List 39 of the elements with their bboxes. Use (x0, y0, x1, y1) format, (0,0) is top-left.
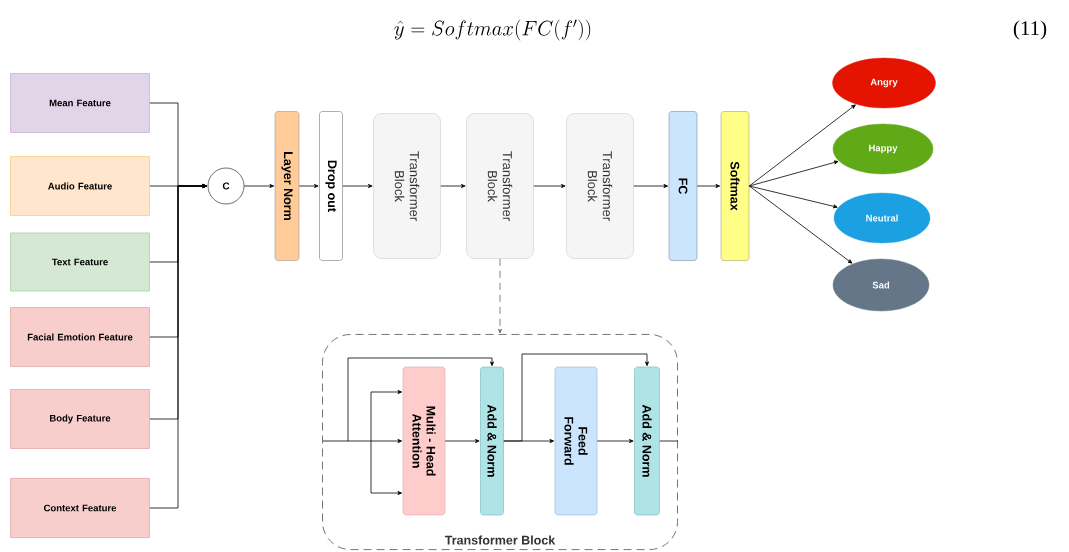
feature-box: Mean Feature (10, 73, 150, 133)
arrow (440, 184, 466, 188)
arrow (298, 184, 319, 188)
arrow (149, 184, 207, 509)
layer-box: Add & Norm (634, 366, 660, 516)
layer-box: Softmax (720, 111, 750, 261)
arrow (533, 184, 566, 188)
arrow (322, 439, 403, 443)
layer-box: Layer Norm (274, 111, 300, 261)
arrow (596, 439, 634, 443)
arrow (503, 353, 649, 442)
arrow (243, 184, 275, 188)
arrow (342, 184, 373, 188)
transformer-box: Transformer Block (566, 113, 634, 259)
arrow (748, 185, 838, 209)
arrow (370, 390, 403, 442)
layer-box: Multi - Head Attention (402, 366, 446, 516)
arrow (633, 184, 669, 188)
arrow (347, 357, 494, 442)
feature-box: Facial Emotion Feature (10, 307, 150, 367)
equation-number: (11) (1013, 20, 1047, 40)
layer-box: Drop out (319, 111, 343, 261)
feature-box: Context Feature (10, 478, 150, 538)
feature-box: Body Feature (10, 389, 150, 449)
arrow (370, 440, 403, 495)
layer-box: Add & Norm (480, 366, 504, 516)
layer-box: Feed Forward (554, 366, 598, 516)
feature-box: Audio Feature (10, 156, 150, 216)
transformer-box: Transformer Block (373, 113, 441, 259)
feature-box: Text Feature (10, 232, 150, 292)
arrow (748, 185, 853, 264)
arrow (748, 104, 856, 187)
arrow (748, 160, 839, 187)
arrow (444, 439, 480, 443)
equation: $\hat{y} = Softmax\big(FC(f')\big)$ (394, 19, 591, 41)
transformer-box: Transformer Block (466, 113, 534, 259)
layer-box: FC (668, 111, 698, 261)
arrow (696, 184, 721, 188)
arrow (498, 258, 502, 334)
